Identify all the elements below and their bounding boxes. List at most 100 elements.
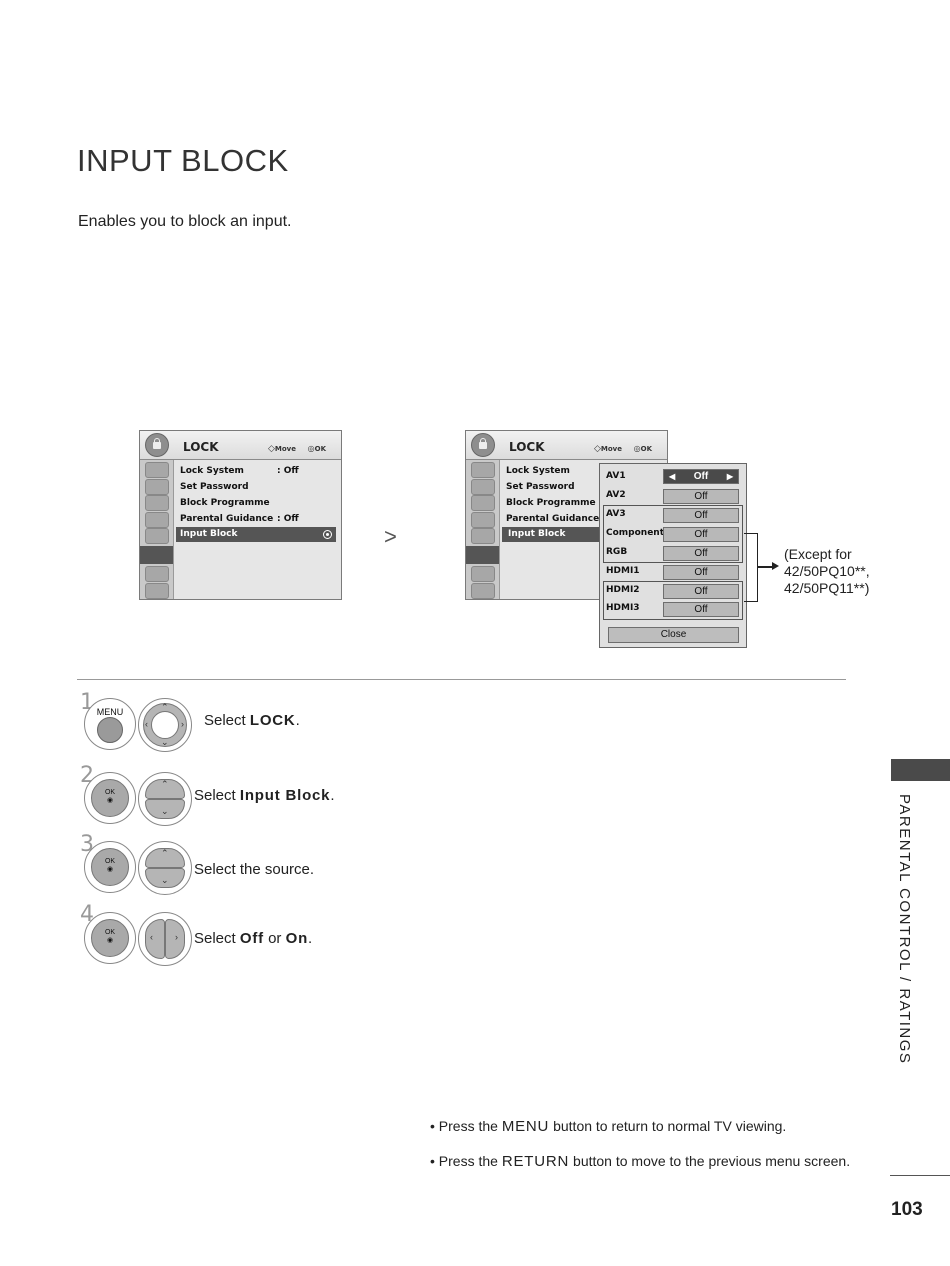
footer-note-2-pre: • Press the [430,1153,502,1169]
menu-item-set-password[interactable]: Set Password [180,482,249,492]
step-2-suffix: . [330,787,335,804]
osd-category-bar [140,460,174,599]
source-value-component[interactable]: Off [663,527,739,542]
source-value-rgb[interactable]: Off [663,546,739,561]
chevron-down-icon: ⌄ [161,806,169,816]
osd-category-bar [466,460,500,599]
footer-note-return: • Press the RETURN button to move to the… [430,1153,850,1170]
next-arrow-icon: > [384,524,397,549]
ok-button-core: OK◉ [91,779,129,817]
step-4-mid: or [263,930,286,947]
chevron-right-icon: › [175,932,178,942]
menu-item-parental-guidance[interactable]: Parental Guidance [506,514,600,524]
step-text-4: Select Off or On. [194,930,312,947]
ok-hint: OK [634,444,652,453]
select-radio-icon [323,530,332,539]
footer-note-menu: • Press the MENU button to return to nor… [430,1118,786,1135]
menu-highlight-input-block[interactable]: Input Block [502,527,602,542]
usb-icon[interactable] [145,583,169,599]
section-tab [891,759,950,781]
screen-icon[interactable] [145,479,169,495]
source-value-av3[interactable]: Off [663,508,739,523]
menu-value-parental-guidance: : Off [277,514,299,524]
note-line-1: (Except for [784,546,852,562]
source-toggle-av1[interactable]: ◀ Off ▶ [663,469,739,484]
source-label-hdmi2: HDMI2 [606,585,640,595]
footer-note-2-key: RETURN [501,1153,570,1170]
lock-category-icon[interactable] [466,546,499,564]
usb-icon[interactable] [471,583,495,599]
osd-lock-menu-left: LOCK Move OK Lock System : Off Set Passw… [139,430,342,600]
source-label-rgb: RGB [606,547,628,557]
menu-highlight-input-block[interactable]: Input Block [176,527,336,542]
step-1-prefix: Select [204,712,250,729]
menu-item-set-password[interactable]: Set Password [506,482,575,492]
page-subtitle: Enables you to block an input. [78,213,292,230]
ok-button-label: OK◉ [104,858,116,873]
source-value-av2[interactable]: Off [663,489,739,504]
page-title: INPUT BLOCK [77,143,289,178]
step-2-prefix: Select [194,787,240,804]
source-label-hdmi1: HDMI1 [606,566,640,576]
menu-button-core [97,717,123,743]
page-number-rule [890,1175,950,1176]
audio-icon[interactable] [471,495,495,511]
footer-note-1-post: button to return to normal TV viewing. [549,1118,787,1134]
menu-item-parental-guidance[interactable]: Parental Guidance [180,514,274,524]
source-label-av1: AV1 [606,471,626,481]
input-icon[interactable] [145,566,169,582]
menu-value-lock-system: : Off [277,466,299,476]
step-1-suffix: . [295,712,300,729]
menu-item-lock-system[interactable]: Lock System [180,466,244,476]
arrow-up-down-icon: ⌃ ⌄ [138,841,192,895]
nav-left [145,919,165,959]
picture-icon[interactable] [145,462,169,478]
close-button[interactable]: Close [608,627,739,643]
arrow-ring-icon: ⌃ ⌄ ‹ › [138,698,192,752]
menu-item-block-programme[interactable]: Block Programme [506,498,596,508]
footer-note-1-pre: • Press the [430,1118,502,1134]
source-value-hdmi2[interactable]: Off [663,584,739,599]
source-label-av3: AV3 [606,509,626,519]
chevron-up-icon: ⌃ [161,848,169,858]
picture-icon[interactable] [471,462,495,478]
step-4-bold-off: Off [239,930,264,947]
screen-icon[interactable] [471,479,495,495]
padlock-icon [471,433,495,457]
menu-item-block-programme[interactable]: Block Programme [180,498,270,508]
source-value-hdmi3[interactable]: Off [663,602,739,617]
source-group-av3-rgb [603,505,743,563]
arrow-right-icon[interactable]: ▶ [726,472,733,481]
step-1-bold: LOCK [249,712,296,729]
option-icon[interactable] [471,528,495,544]
step-text-1: Select LOCK. [204,712,300,729]
arrow-up-down-icon: ⌃ ⌄ [138,772,192,826]
time-icon[interactable] [145,512,169,528]
input-icon[interactable] [471,566,495,582]
chevron-down-icon: ⌄ [161,737,169,747]
footer-note-1-key: MENU [501,1118,550,1135]
move-hint: Move [268,444,296,454]
option-icon[interactable] [145,528,169,544]
menu-item-lock-system[interactable]: Lock System [506,466,570,476]
lock-category-icon[interactable] [140,546,173,564]
time-icon[interactable] [471,512,495,528]
step-4-prefix: Select [194,930,240,947]
step-2-bold: Input Block [239,787,331,804]
arrow-left-icon[interactable]: ◀ [669,472,676,481]
source-value-hdmi1[interactable]: Off [663,565,739,580]
menu-button-label: MENU [96,707,124,717]
note-line-3: 42/50PQ11**) [784,580,870,596]
osd-header: LOCK Move OK [466,431,667,460]
section-divider [77,679,846,680]
source-label-av2: AV2 [606,490,626,500]
step-text-3: Select the source. [194,861,315,878]
nav-core [151,711,179,739]
step-4-bold-on: On [285,930,309,947]
ok-button-core: OK◉ [91,848,129,886]
chevron-right-icon: › [181,719,184,729]
section-side-label: PARENTAL CONTROL / RATINGS [896,794,913,1065]
footer-note-2-post: button to move to the previous menu scre… [569,1153,851,1169]
chevron-up-icon: ⌃ [161,779,169,789]
audio-icon[interactable] [145,495,169,511]
